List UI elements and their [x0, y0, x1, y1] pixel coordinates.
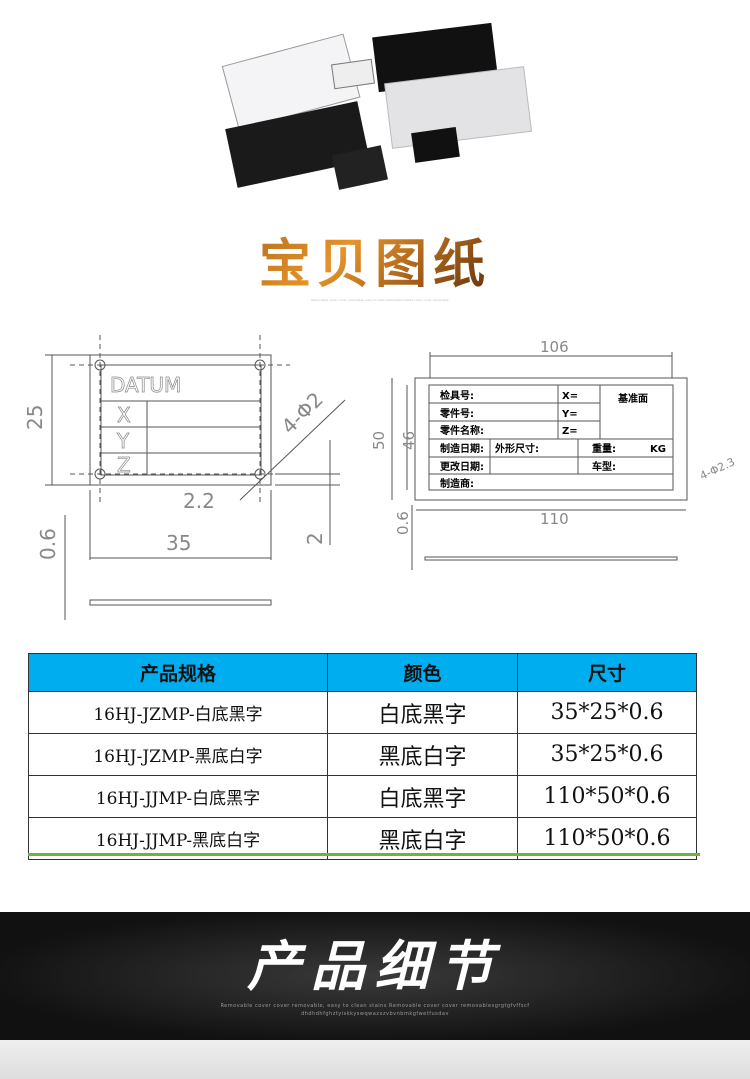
- label: 零件号:: [439, 407, 474, 420]
- plate-text: DATUM: [110, 373, 181, 397]
- col-header: 颜色: [327, 653, 518, 692]
- cell-size: 110*50*0.6: [517, 817, 697, 860]
- product-photo: [221, 22, 533, 190]
- banner-title: 产品细节: [247, 934, 503, 998]
- dim-height: 25: [23, 405, 47, 430]
- divider: [28, 853, 700, 856]
- cell-color: 黑底白字: [327, 817, 518, 860]
- cell-spec: 16HJ-JZMP-白底黑字: [28, 691, 328, 734]
- cell-size: 35*25*0.6: [517, 733, 697, 776]
- row-label: Y: [116, 429, 130, 453]
- label: KG: [650, 444, 666, 455]
- cell-size: 35*25*0.6: [517, 691, 697, 734]
- dim-inner-height: 46: [400, 431, 418, 450]
- dim-width: 110: [540, 510, 569, 528]
- small-plate-drawing: DATUM X Y Z 25 35 4-Φ2 2.2 2 0.6: [23, 335, 346, 620]
- label: 零件名称:: [439, 424, 484, 437]
- dim-thickness: 0.6: [394, 511, 412, 535]
- cell-color: 白底黑字: [327, 775, 518, 818]
- cell-spec: 16HJ-JJMP-白底黑字: [28, 775, 328, 818]
- dim-thickness: 0.6: [36, 528, 60, 560]
- cell-color: 黑底白字: [327, 733, 518, 776]
- banner-subtitle-line: Removable cover cover removable, easy to…: [220, 1003, 530, 1009]
- large-plate-drawing: 检具号: 零件号: 零件名称: X= Y= Z= 基准面 制造日期: 外形尺寸:…: [370, 338, 737, 570]
- label: 制造商:: [440, 477, 474, 490]
- table-header: 产品规格 颜色 尺寸: [28, 653, 697, 692]
- row-label: Z: [117, 453, 131, 477]
- banner-subtitle: Removable cover cover removable, easy to…: [200, 1002, 550, 1018]
- cell-spec: 16HJ-JZMP-黑底白字: [28, 733, 328, 776]
- label: 更改日期:: [440, 460, 484, 473]
- label: Z=: [562, 426, 578, 437]
- cell-spec: 16HJ-JJMP-黑底白字: [28, 817, 328, 860]
- cell-color: 白底黑字: [327, 691, 518, 734]
- label: 检具号:: [440, 389, 474, 402]
- cell-size: 110*50*0.6: [517, 775, 697, 818]
- dim-outer-width: 106: [540, 338, 569, 356]
- label: X=: [562, 391, 578, 402]
- col-header: 尺寸: [517, 653, 697, 692]
- banner-subtitle-line: dhdhdhfghztyiskkyswqwazxzvbvnbmkgfwetfus…: [301, 1011, 449, 1017]
- row-label: X: [117, 403, 131, 427]
- section-subtitle: Removable cover cover removable, easy to…: [311, 298, 449, 302]
- details-banner: [0, 912, 750, 1040]
- dim-width: 35: [166, 531, 191, 555]
- label: 重量:: [592, 442, 616, 455]
- dim-offset: 2.2: [183, 489, 215, 513]
- label: 基准面: [617, 392, 648, 405]
- footer-strip: [0, 1040, 750, 1079]
- label: 外形尺寸:: [494, 442, 539, 455]
- label: 车型:: [592, 460, 616, 473]
- section-title: 宝贝图纸: [0, 222, 750, 297]
- label: Y=: [561, 409, 578, 420]
- label: 制造日期:: [440, 442, 484, 455]
- col-header: 产品规格: [28, 653, 328, 692]
- dim-holes: 4-Φ2: [277, 387, 328, 438]
- dim-holes: 4-Φ2.3: [698, 455, 737, 482]
- dim-height: 50: [370, 431, 388, 450]
- dim-edge: 2: [303, 532, 327, 545]
